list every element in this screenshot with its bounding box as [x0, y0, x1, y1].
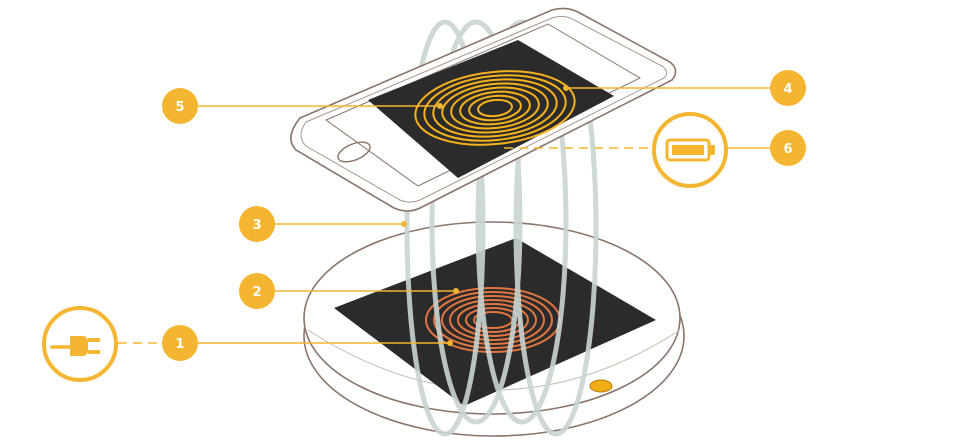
leader-dot-2	[453, 288, 459, 294]
receive-coil	[414, 70, 576, 146]
plug-icon	[42, 306, 118, 382]
callout-number-5: 5	[175, 100, 184, 115]
callout-badge-5: 5	[162, 88, 198, 124]
callout-badge-6: 6	[770, 130, 806, 166]
pad-status-light	[589, 379, 613, 393]
smartphone	[290, 7, 677, 212]
callout-number-1: 1	[175, 337, 184, 352]
leader-dot-4	[563, 85, 569, 91]
leader-lines	[118, 85, 772, 346]
callout-badge-3: 3	[239, 206, 275, 242]
callout-badge-1: 1	[162, 325, 198, 361]
battery-icon	[652, 112, 728, 188]
leader-dot-3	[401, 221, 407, 227]
callout-number-6: 6	[783, 142, 792, 157]
phone-bezel	[300, 15, 668, 203]
receiver-panel	[368, 40, 614, 178]
leader-dot-5	[437, 103, 443, 109]
leader-dot-1	[447, 340, 453, 346]
home-button	[337, 141, 371, 163]
callout-number-3: 3	[252, 218, 261, 233]
callout-badge-2: 2	[239, 273, 275, 309]
callout-number-2: 2	[252, 285, 261, 300]
callout-number-4: 4	[783, 82, 792, 97]
transmit-coil	[425, 287, 561, 353]
callout-badge-4: 4	[770, 70, 806, 106]
